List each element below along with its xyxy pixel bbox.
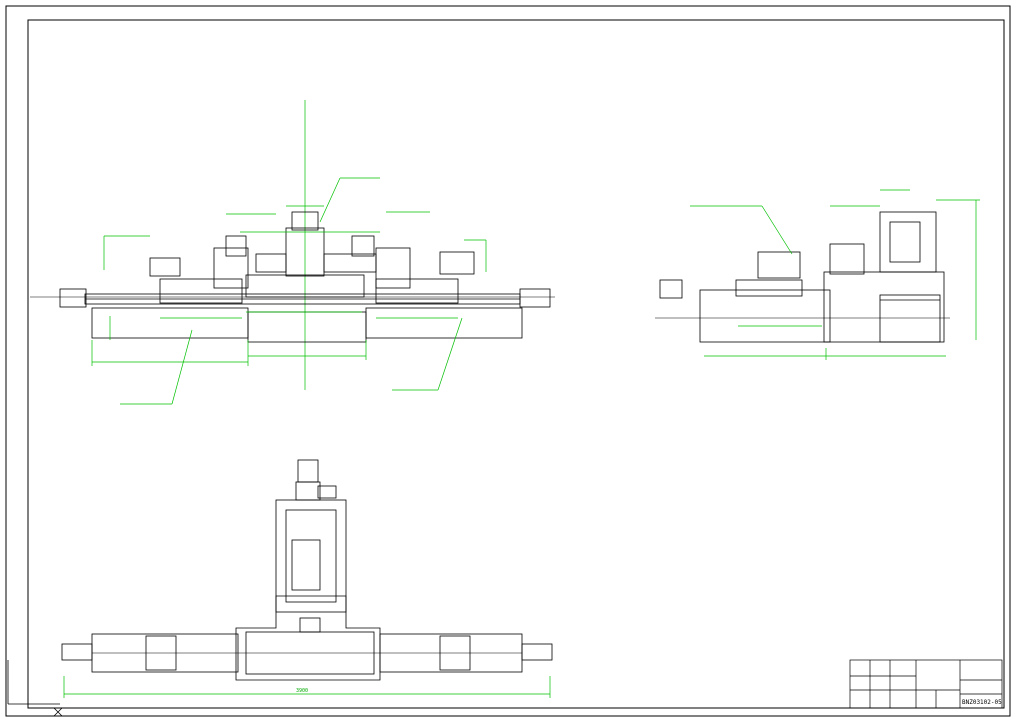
top-view-overall-dimension: 3900 [296, 688, 308, 694]
drawing-frame [5, 5, 1011, 717]
top-view [61, 459, 553, 681]
title-block [849, 659, 1003, 709]
side-view-dimensions [690, 189, 980, 360]
top-view-dimensions [63, 676, 551, 698]
ucs-axis-icon [7, 660, 63, 717]
front-view-dimensions [91, 177, 487, 405]
drawing-number: BNZ03102-05 [962, 699, 1002, 706]
front-view [30, 100, 555, 390]
side-view [655, 211, 950, 343]
